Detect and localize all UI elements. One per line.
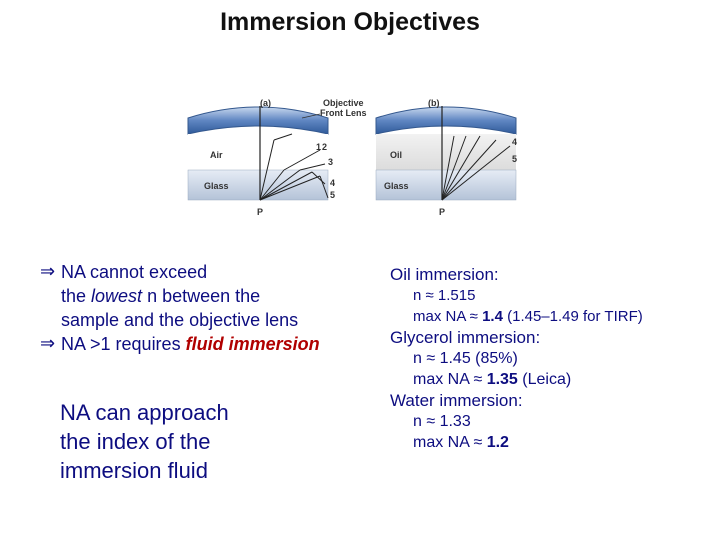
bullet-na-limit: ⇒ NA cannot exceed the lowest n between … <box>40 260 370 332</box>
water-na: max NA ≈ 1.2 <box>413 434 509 451</box>
glass-label-a: Glass <box>204 181 229 191</box>
ray-label: 2 <box>322 142 327 152</box>
bullet-list: ⇒ NA cannot exceed the lowest n between … <box>40 260 370 356</box>
objective-label: Objective <box>323 98 364 108</box>
bullet-text: NA >1 requires fluid immersion <box>61 334 320 354</box>
oil-index: n ≈ 1.515 <box>413 287 476 304</box>
panel-a: (a) Air Glass P 1 2 3 4 5 <box>187 98 335 217</box>
point-label-a: P <box>257 207 263 217</box>
implies-arrow-icon: ⇒ <box>40 261 56 282</box>
ray-label: 5 <box>330 190 335 200</box>
point-label-b: P <box>439 207 445 217</box>
page-title: Immersion Objectives <box>220 8 480 36</box>
bullet-text: the lowest n between the <box>61 286 261 306</box>
immersion-diagram: (a) Air Glass P 1 2 3 4 5 Objective Fron… <box>180 90 525 230</box>
oil-layer <box>376 134 516 170</box>
immersion-diagram-svg: (a) Air Glass P 1 2 3 4 5 Objective Fron… <box>187 98 517 217</box>
front-lens-a <box>187 106 329 135</box>
front-lens-label: Front Lens <box>320 108 367 118</box>
ray-label: 1 <box>316 142 321 152</box>
water-heading: Water immersion: <box>390 391 523 410</box>
glycerol-na: max NA ≈ 1.35 (Leica) <box>413 371 572 388</box>
ray-label: 5 <box>512 154 517 164</box>
oil-na: max NA ≈ 1.4 (1.45–1.49 for TIRF) <box>413 308 643 325</box>
panel-b: (b) Oil Glass P 4 5 <box>375 98 517 217</box>
front-lens-b <box>375 106 517 135</box>
water-index: n ≈ 1.33 <box>413 413 471 430</box>
bullet-text: NA cannot exceed <box>61 262 208 282</box>
glass-label-b: Glass <box>384 181 409 191</box>
air-label: Air <box>210 150 223 160</box>
oil-label: Oil <box>390 150 402 160</box>
glycerol-index: n ≈ 1.45 (85%) <box>413 350 518 367</box>
glycerol-heading: Glycerol immersion: <box>390 328 541 347</box>
bullet-text: sample and the objective lens <box>61 310 299 330</box>
ray-label: 3 <box>328 157 333 167</box>
ray-label: 4 <box>330 178 335 188</box>
glass-layer-a <box>187 169 329 201</box>
air-layer <box>188 134 328 170</box>
tag-b: (b) <box>428 98 440 108</box>
oil-heading: Oil immersion: <box>390 265 499 284</box>
na-note: NA can approach the index of the immersi… <box>60 400 229 483</box>
ray-label: 4 <box>512 137 517 147</box>
implies-arrow-icon: ⇒ <box>40 333 56 354</box>
bullet-fluid-immersion: ⇒ NA >1 requires fluid immersion <box>40 332 370 356</box>
immersion-list: Oil immersion: n ≈ 1.515 max NA ≈ 1.4 (1… <box>390 264 710 453</box>
tag-a: (a) <box>260 98 271 108</box>
